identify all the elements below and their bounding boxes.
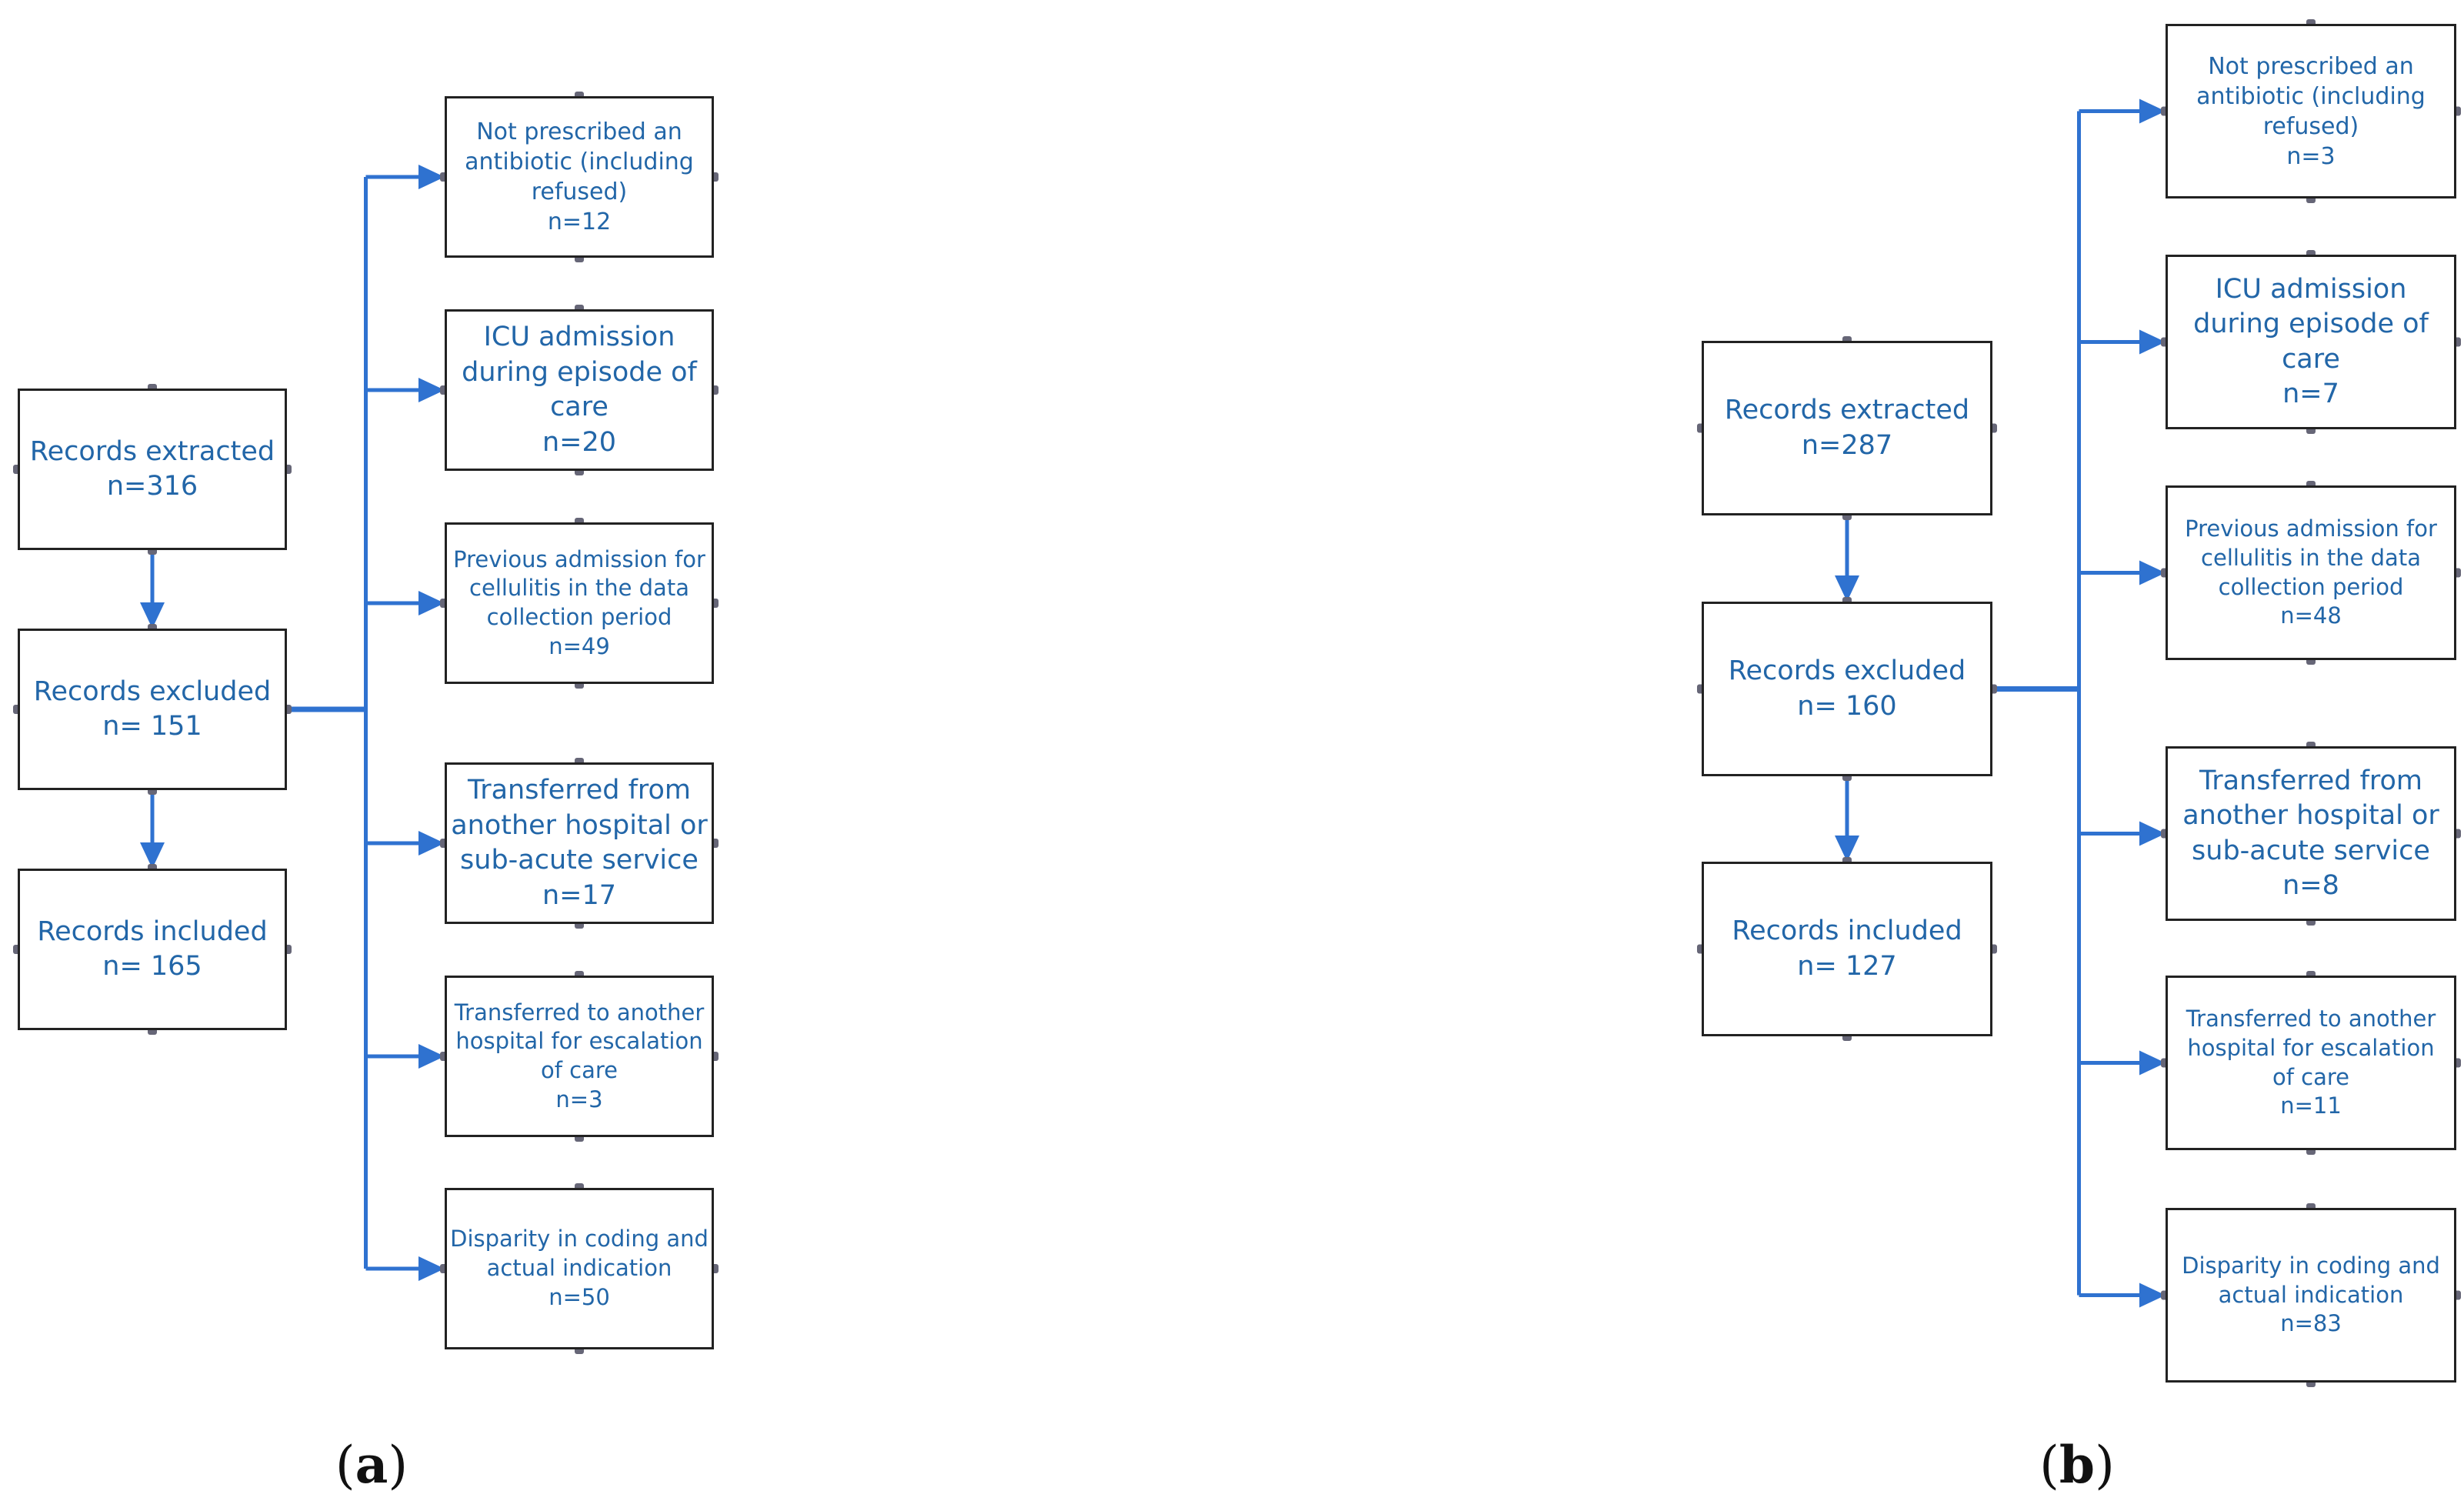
branch-arrow-head [2139, 821, 2166, 846]
box-text-line: n=3 [555, 1086, 603, 1112]
box-text-line: collection period [486, 604, 672, 630]
box-text-line: care [550, 392, 608, 422]
branch-arrow-head [418, 591, 445, 615]
box-text-line: n= 151 [102, 711, 202, 742]
box-text-line: refused) [531, 178, 628, 205]
records-excluded-box-a: Records excluded n= 151 [18, 629, 287, 790]
branch-arrow-head [418, 378, 445, 402]
flow-arrow-head [1835, 836, 1859, 862]
box-text-line: Transferred from [2199, 765, 2423, 796]
box-text-line: Records excluded [33, 675, 272, 707]
box-text-line: n=3 [2286, 142, 2336, 170]
box-text-line: n= 127 [1797, 950, 1897, 982]
branch-arrow-head [418, 831, 445, 856]
exclusion-box-b-2: ICU admission during episode of care n=7 [2166, 255, 2456, 429]
exclusion-box-a-2: ICU admission during episode of care n=20 [445, 309, 714, 471]
box-text-line: antibiotic (including [465, 148, 694, 175]
exclusion-box-a-6: Disparity in coding and actual indication… [445, 1188, 714, 1349]
box-text-line: Not prescribed an [2208, 52, 2414, 80]
box-text-line: Records excluded [1728, 655, 1966, 686]
branch-arrow-head [2139, 329, 2166, 355]
flow-arrow-head [140, 602, 165, 629]
box-text-line: n= 160 [1797, 690, 1897, 722]
box-text-line: sub-acute service [460, 845, 699, 876]
box-text-line: n=287 [1801, 429, 1893, 461]
box-text-line: Transferred to another [454, 999, 705, 1026]
branch-arrow-head [418, 1256, 445, 1281]
flow-arrow-head [140, 842, 165, 869]
panel-caption-b: (b) [2039, 1435, 2115, 1495]
box-text-line: cellulitis in the data [469, 575, 689, 602]
box-text-line: n=20 [542, 426, 617, 458]
box-text-line: sub-acute service [2192, 835, 2430, 866]
exclusion-box-a-3: Previous admission for cellulitis in the … [445, 522, 714, 684]
panel-label-a: a [355, 1435, 388, 1495]
box-text-line: actual indication [486, 1255, 672, 1282]
box-text-line: n=8 [2282, 870, 2339, 901]
branch-arrow-head [2139, 1050, 2166, 1076]
box-text-line: care [2282, 343, 2340, 375]
flow-arrow-head [1835, 575, 1859, 602]
records-included-box-a: Records included n= 165 [18, 869, 287, 1030]
branch-arrow-head [2139, 560, 2166, 585]
branch-arrow-head [418, 165, 445, 189]
box-text-line: n=50 [548, 1283, 610, 1310]
branch-arrow-head [418, 1044, 445, 1069]
box-text-line: n=11 [2280, 1092, 2342, 1119]
box-text-line: antibiotic (including [2196, 82, 2426, 110]
branch-arrow-head [2139, 98, 2166, 124]
box-text-line: n=12 [547, 208, 612, 235]
box-text-line: n=316 [106, 471, 198, 502]
box-text-line: Previous admission for [2185, 515, 2437, 542]
box-text-line: Not prescribed an [476, 118, 682, 145]
box-text-line: refused) [2262, 112, 2359, 140]
box-text-line: of care [2272, 1063, 2349, 1090]
box-text-line: Records included [37, 916, 268, 947]
records-extracted-box-b: Records extracted n=287 [1702, 341, 1992, 515]
box-text-line: n=7 [2282, 379, 2339, 409]
box-text-line: hospital for escalation [455, 1028, 703, 1055]
box-text-line: n= 165 [102, 951, 202, 982]
box-text-line: Records extracted [1724, 395, 1970, 425]
box-text-line: during episode of [2193, 309, 2429, 339]
exclusion-box-b-4: Transferred from another hospital or sub-a… [2166, 746, 2456, 921]
panel-caption-a: (a) [335, 1435, 408, 1495]
box-text-line: actual indication [2218, 1281, 2404, 1308]
box-text-line: during episode of [462, 356, 697, 388]
box-text-line: Disparity in coding and [450, 1226, 709, 1252]
box-text-line: n=83 [2280, 1310, 2342, 1337]
panel-label-b: b [2059, 1435, 2096, 1495]
branch-arrow-head [2139, 1283, 2166, 1308]
box-text-line: n=48 [2280, 602, 2342, 629]
box-text-line: ICU admission [483, 322, 675, 352]
box-text-line: Records included [1732, 916, 1962, 946]
records-extracted-box-a: Records extracted n=316 [18, 389, 287, 550]
box-text-line: another hospital or [2182, 800, 2439, 831]
box-text-line: another hospital or [451, 809, 708, 841]
box-text-line: Disparity in coding and [2182, 1252, 2440, 1279]
records-included-box-b: Records included n= 127 [1702, 862, 1992, 1036]
box-text-line: Transferred to another [2186, 1006, 2436, 1032]
box-text-line: Transferred from [467, 775, 692, 806]
box-text-line: n=17 [542, 879, 617, 911]
exclusion-box-a-1: Not prescribed an antibiotic (including re… [445, 96, 714, 258]
box-text-line: cellulitis in the data [2201, 544, 2421, 571]
box-text-line: Previous admission for [453, 545, 705, 572]
box-text-line: of care [540, 1057, 618, 1083]
box-text-line: n=49 [548, 632, 610, 659]
records-excluded-box-b: Records excluded n= 160 [1702, 602, 1992, 776]
box-text-line: collection period [2218, 573, 2404, 600]
box-text-line: Records extracted [29, 435, 275, 467]
box-text-line: hospital for escalation [2187, 1034, 2435, 1061]
box-text-line: ICU admission [2215, 273, 2407, 305]
